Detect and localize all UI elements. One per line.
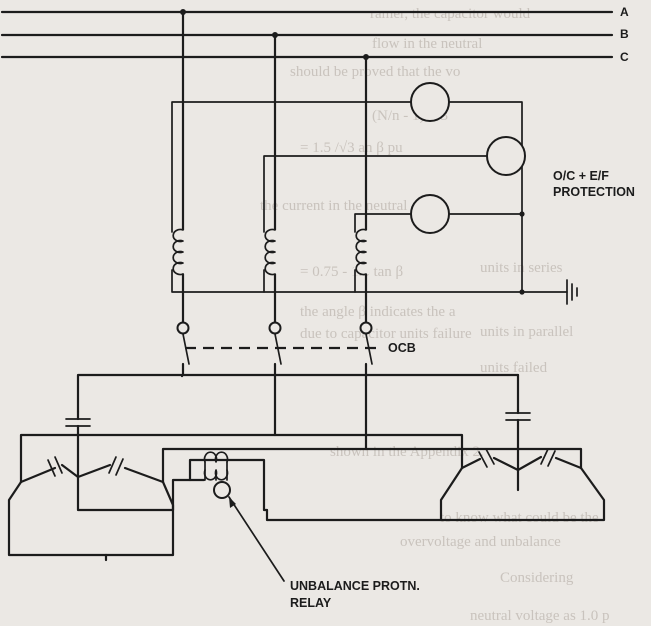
bg-line: Considering [500,570,574,586]
current-transformer-c [354,228,369,276]
neutral-link [171,458,269,512]
stray-dot [180,374,184,378]
capacitor-bank-right [265,408,606,522]
phase-label-a: A [620,5,629,19]
bg-line: flow in the neutral [372,36,482,52]
junction-dot [519,211,525,217]
arrowhead-icon [229,497,236,508]
oil-circuit-breaker: OCB [176,321,416,377]
ct-secondary-c [354,213,412,233]
unbalance-relay-circuit: UNBALANCE PROTN. RELAY [171,451,420,610]
breaker-contact [359,321,373,335]
bg-line: overvoltage and unbalance [400,534,561,550]
bg-line: should be proved that the vo [290,64,460,80]
current-transformers [171,228,369,279]
left-neutral [76,475,175,557]
capacitor-plate [108,456,117,474]
feeder-a [76,368,185,414]
capacitor-plate [478,451,488,468]
bg-line: units in parallel [480,324,573,340]
relay-oc-a [410,82,450,122]
phase-label-b: B [620,27,629,41]
bg-line: to know what could be the [440,510,599,526]
breaker-contact [176,321,190,335]
phase-conductors [181,10,368,324]
busbars: A B C [0,5,629,64]
bg-line: = 0.75 - 1.5 tan β [300,264,403,280]
neutral-ct [203,451,229,481]
ct-secondary-b [263,155,488,233]
feeder-c [161,373,368,484]
bg-line: the current in the neutral [260,198,407,214]
left-star-outline [7,480,108,557]
breaker-label: OCB [388,341,416,355]
right-star-outline [439,466,606,522]
bg-line: units failed [480,360,548,376]
feeder-b [273,433,464,470]
bg-line: neutral voltage as 1.0 p [470,608,610,624]
unbalance-relay [213,481,231,499]
ground-icon [566,279,578,305]
capacitor-plate [547,450,556,467]
relay-oc-c [410,194,450,234]
right-star-outline [265,466,464,522]
bg-line: = 1.5 /√3 an β pu [300,140,403,156]
relay-common-return [448,101,523,293]
protection-label: PROTECTION [553,185,635,199]
relay-secondary-wiring: O/C + E/F PROTECTION [171,82,635,305]
bank-feeders [19,368,583,484]
unbalance-relay-label: UNBALANCE PROTN. [290,579,420,593]
phase-label-c: C [620,50,629,64]
bg-line: due to capacitor units failure [300,326,472,342]
bg-line: the angle β indicates the a [300,304,456,320]
junction-dot [519,289,525,295]
ct-secondary-a [171,101,412,233]
relay-pointer [228,496,285,582]
bg-line: ramer, the capacitor would [370,6,531,22]
ct-star-point [171,269,568,293]
current-transformer-a [171,228,186,279]
capacitor-plate [115,458,124,476]
current-transformer-b [263,228,278,276]
capacitor-plate [47,459,56,477]
capacitor-plate [54,456,63,474]
relay-oc-b [486,136,526,176]
left-star-outline [161,480,175,512]
breaker-contact [268,321,282,335]
unbalance-relay-label: RELAY [290,596,332,610]
protection-label: O/C + E/F [553,169,609,183]
capacitor-plate [485,448,495,465]
feeder-b [19,373,277,484]
feeder-c [364,447,583,470]
capacitor-plate [540,448,549,465]
